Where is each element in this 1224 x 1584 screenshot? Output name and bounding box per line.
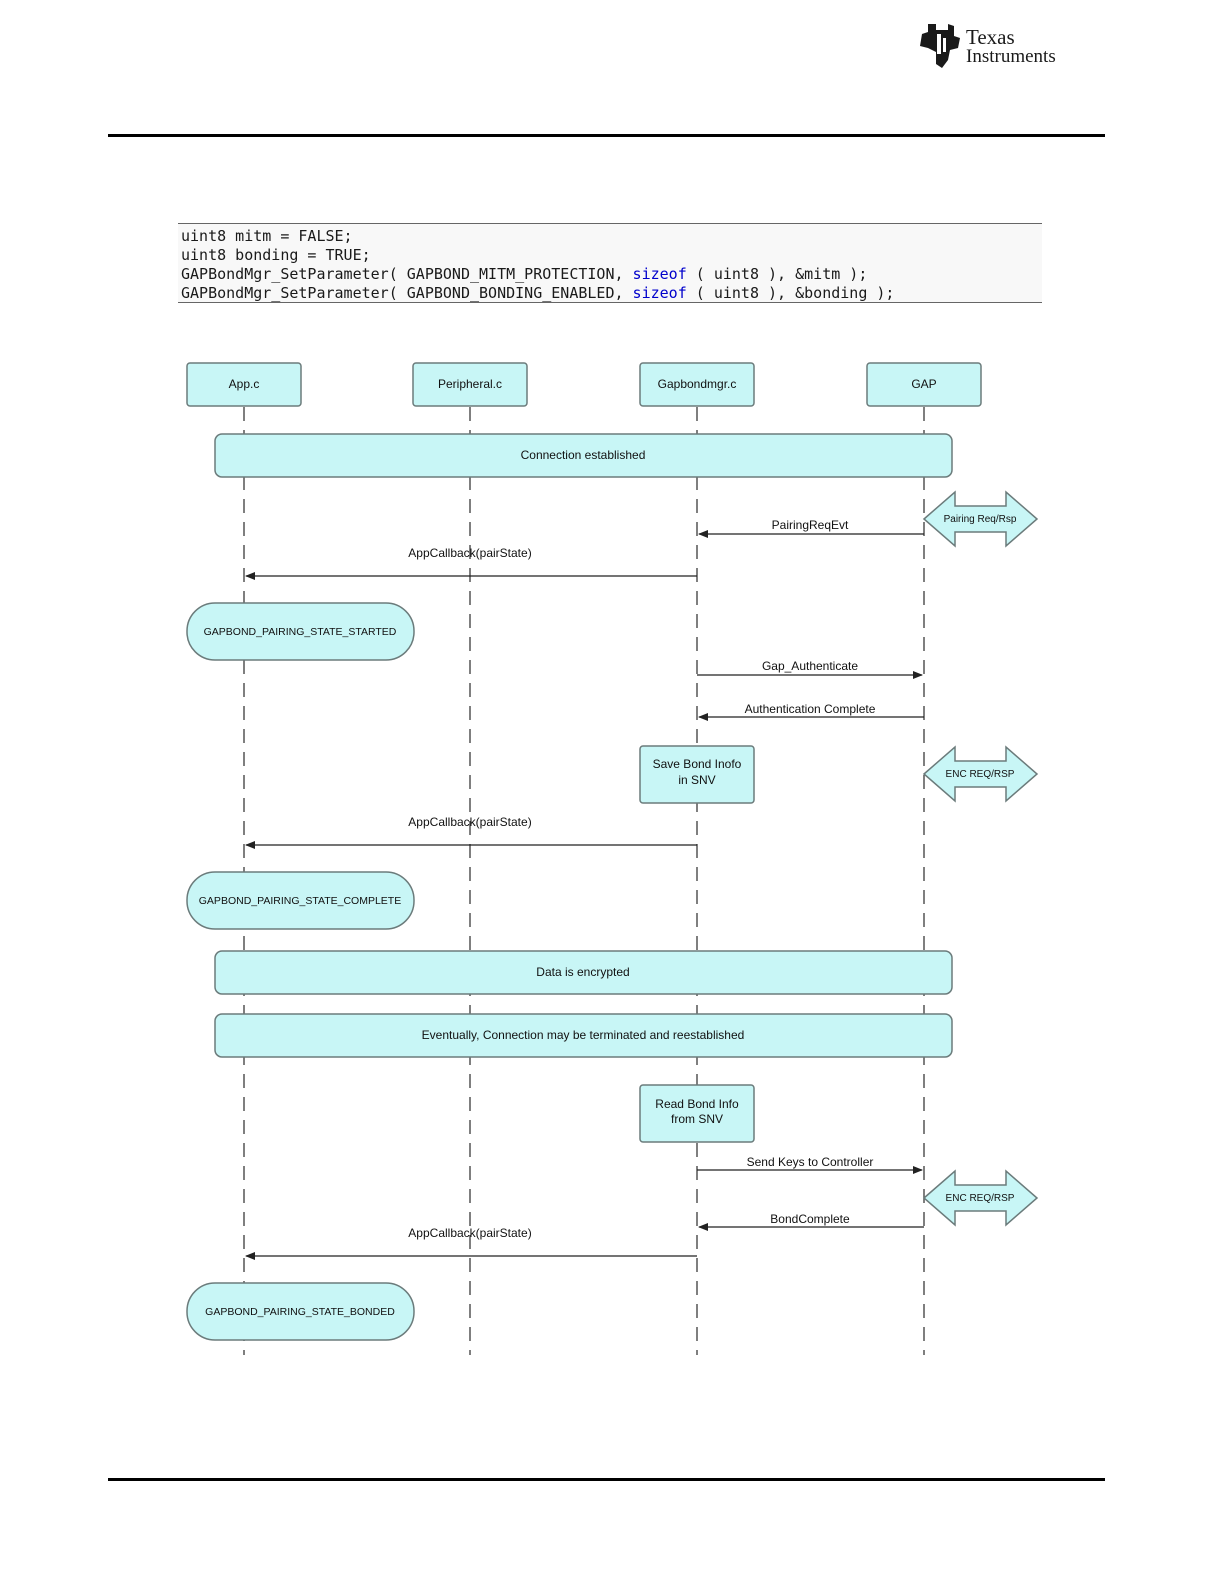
save-bond-line-1: Save Bond Inofo <box>653 757 742 771</box>
banner-data-encrypted: Data is encrypted <box>214 950 953 995</box>
msg-appcallback-1-label: AppCallback(pairState) <box>408 546 531 560</box>
msg-authentication-complete: Authentication Complete <box>698 702 924 721</box>
save-bond-line-2: in SNV <box>678 773 715 787</box>
code-token: uint8 mitm = FALSE; <box>181 227 353 245</box>
code-keyword: sizeof <box>632 265 687 283</box>
code-token: ( uint8 ), &bonding ); <box>686 284 895 302</box>
msg-appcallback-3: AppCallback(pairState) <box>245 1226 697 1260</box>
code-line: GAPBondMgr_SetParameter( GAPBOND_MITM_PR… <box>178 265 1042 284</box>
participant-peripheral-label: Peripheral.c <box>438 377 502 391</box>
msg-appcallback-2-label: AppCallback(pairState) <box>408 815 531 829</box>
msg-gap-authenticate: Gap_Authenticate <box>697 659 923 679</box>
participant-gap: GAP <box>866 362 982 407</box>
ti-logo-icon <box>920 24 960 68</box>
msg-pairing-req-evt: PairingReqEvt <box>698 518 924 538</box>
msg-bond-complete: BondComplete <box>698 1212 924 1231</box>
read-bond-line-2: from SNV <box>671 1112 723 1126</box>
box-read-bond-info: Read Bond Info from SNV <box>639 1084 755 1143</box>
msg-send-keys: Send Keys to Controller <box>697 1155 923 1174</box>
pairing-req-rsp-arrow: Pairing Req/Rsp <box>922 490 1039 548</box>
banner-encrypted-label: Data is encrypted <box>536 965 629 979</box>
code-keyword: sizeof <box>632 284 687 302</box>
ti-logo: Texas Instruments <box>918 22 1108 72</box>
code-line: GAPBondMgr_SetParameter( GAPBOND_BONDING… <box>178 284 1042 303</box>
read-bond-line-1: Read Bond Info <box>655 1097 739 1111</box>
msg-pairing-req-evt-label: PairingReqEvt <box>772 518 849 532</box>
participant-gapbondmgr-label: Gapbondmgr.c <box>658 377 737 391</box>
enc-req-rsp-2-label: ENC REQ/RSP <box>946 1193 1015 1204</box>
banner-connection-established: Connection established <box>214 433 953 478</box>
code-token: GAPBondMgr_SetParameter( GAPBOND_MITM_PR… <box>181 265 633 283</box>
code-block: uint8 mitm = FALSE;uint8 bonding = TRUE;… <box>178 223 1042 303</box>
state-bonded-label: GAPBOND_PAIRING_STATE_BONDED <box>205 1306 395 1318</box>
banner-reconnect-label: Eventually, Connection may be terminated… <box>422 1028 745 1042</box>
footer-rule <box>108 1478 1105 1481</box>
msg-send-keys-label: Send Keys to Controller <box>747 1155 874 1169</box>
state-complete-label: GAPBOND_PAIRING_STATE_COMPLETE <box>199 895 401 907</box>
participant-peripheral: Peripheral.c <box>412 362 528 407</box>
msg-appcallback-2: AppCallback(pairState) <box>245 815 697 849</box>
state-pairing-bonded: GAPBOND_PAIRING_STATE_BONDED <box>186 1282 415 1341</box>
enc-req-rsp-arrow-2: ENC REQ/RSP <box>922 1169 1039 1227</box>
participant-app-label: App.c <box>229 377 260 391</box>
pairing-req-rsp-label: Pairing Req/Rsp <box>944 514 1017 525</box>
box-save-bond-info: Save Bond Inofo in SNV <box>639 745 755 804</box>
state-pairing-complete: GAPBOND_PAIRING_STATE_COMPLETE <box>186 871 415 930</box>
msg-auth-complete-label: Authentication Complete <box>745 702 876 716</box>
banner-connection-label: Connection established <box>521 448 646 462</box>
msg-appcallback-3-label: AppCallback(pairState) <box>408 1226 531 1240</box>
state-pairing-started: GAPBOND_PAIRING_STATE_STARTED <box>186 602 415 661</box>
code-line: uint8 bonding = TRUE; <box>178 246 1042 265</box>
code-token: ( uint8 ), &mitm ); <box>686 265 868 283</box>
msg-bond-complete-label: BondComplete <box>770 1212 850 1226</box>
participant-gapbondmgr: Gapbondmgr.c <box>639 362 755 407</box>
banner-reconnect: Eventually, Connection may be terminated… <box>214 1013 953 1058</box>
header-rule <box>108 134 1105 137</box>
code-line: uint8 mitm = FALSE; <box>178 227 1042 246</box>
code-token: uint8 bonding = TRUE; <box>181 246 371 264</box>
code-token: GAPBondMgr_SetParameter( GAPBOND_BONDING… <box>181 284 633 302</box>
msg-appcallback-1: AppCallback(pairState) <box>245 546 697 580</box>
participant-gap-label: GAP <box>911 377 936 391</box>
logo-line-1: Texas <box>966 25 1015 49</box>
state-started-label: GAPBOND_PAIRING_STATE_STARTED <box>204 626 397 638</box>
enc-req-rsp-1-label: ENC REQ/RSP <box>946 769 1015 780</box>
logo-line-2: Instruments <box>966 46 1056 67</box>
msg-gap-authenticate-label: Gap_Authenticate <box>762 659 858 673</box>
participant-app: App.c <box>186 362 302 407</box>
enc-req-rsp-arrow-1: ENC REQ/RSP <box>922 745 1039 803</box>
